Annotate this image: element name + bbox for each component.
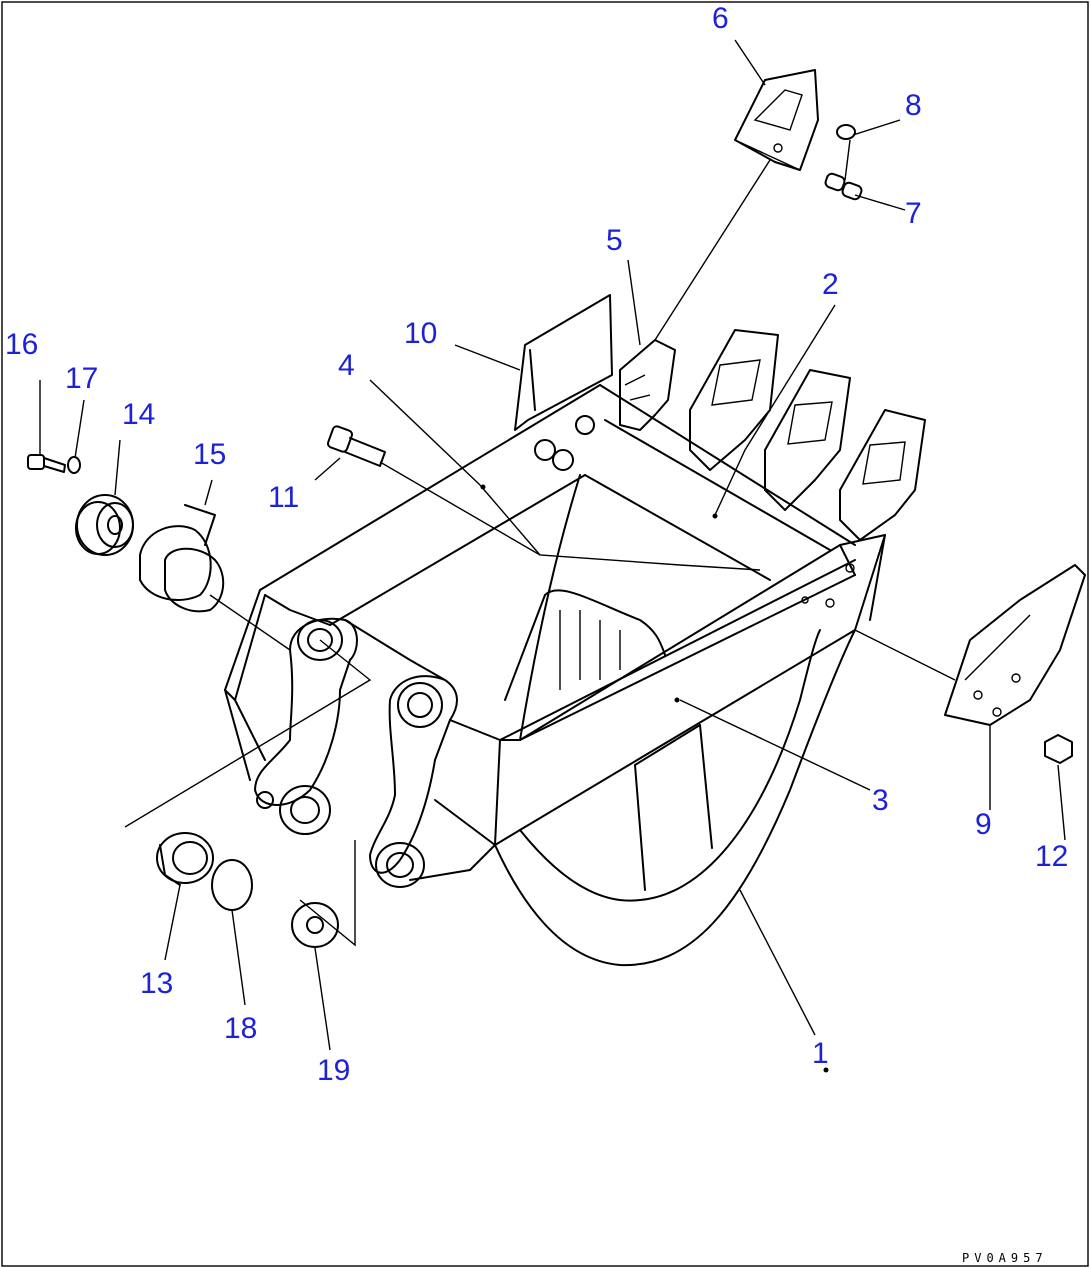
tooth-exploded <box>734 69 863 201</box>
leader-dots <box>480 484 829 1073</box>
callout-16: 16 <box>5 328 38 361</box>
callout-4: 4 <box>338 349 355 382</box>
teeth-row <box>619 329 926 541</box>
callout-9: 9 <box>975 808 992 841</box>
cutting-edge <box>259 384 856 626</box>
bolt-11 <box>326 425 386 467</box>
side-cutter-left <box>514 294 613 431</box>
callout-15: 15 <box>193 438 226 471</box>
callout-2: 2 <box>822 268 839 301</box>
callout-7: 7 <box>905 197 922 230</box>
callout-13: 13 <box>140 967 173 1000</box>
mounting-brackets <box>254 617 501 888</box>
callout-11: 11 <box>268 481 299 514</box>
callout-3: 3 <box>872 784 889 817</box>
callout-1: 1 <box>812 1037 829 1070</box>
hardware-left <box>27 454 356 948</box>
callout-17: 17 <box>65 362 98 395</box>
callout-12: 12 <box>1035 840 1068 873</box>
callout-10: 10 <box>404 317 437 350</box>
callout-8: 8 <box>905 89 922 122</box>
callout-14: 14 <box>122 398 155 431</box>
bucket-body <box>494 474 856 967</box>
drawing-code: PV0A957 <box>962 1251 1048 1265</box>
callout-5: 5 <box>606 224 623 257</box>
side-plate-right <box>519 534 886 831</box>
callouts: 1 2 3 4 5 6 7 8 9 10 11 12 13 14 15 16 1… <box>5 2 1068 1087</box>
side-cutter-right <box>944 564 1086 764</box>
callout-19: 19 <box>317 1054 350 1087</box>
leader-lines <box>39 39 1066 1051</box>
callout-6: 6 <box>712 2 729 35</box>
callout-18: 18 <box>224 1012 257 1045</box>
